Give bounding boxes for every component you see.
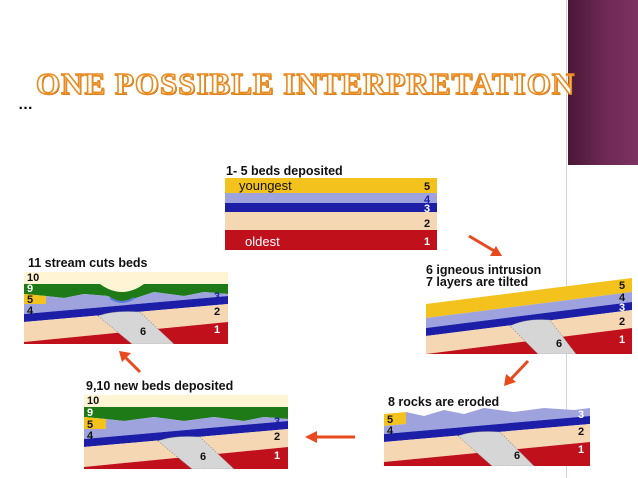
panel4-bed-5: [84, 417, 106, 429]
panel5-bed-10: [24, 272, 228, 292]
panel5-bed-4: [24, 292, 228, 314]
panel5-caption: 11 stream cuts beds: [28, 256, 148, 270]
panel5-num-5: 5: [27, 294, 34, 306]
panel5-num-10: 10: [27, 272, 40, 284]
panel4-num-1: 1: [274, 450, 281, 462]
panel3-bed-4: [384, 408, 590, 434]
slide-accent-bar: [568, 0, 638, 165]
arrow-panel1-to-panel2: [468, 234, 502, 256]
panel1-beds-diagram: youngest oldest 5 4 3 2 1: [225, 178, 437, 250]
panel4-intrusion-num: 6: [200, 451, 207, 463]
panel4-bed-4: [84, 417, 288, 439]
slide-divider-line: [566, 0, 567, 478]
arrow-panel4-to-panel5: [119, 351, 142, 374]
panel4-num-5: 5: [87, 419, 94, 431]
panel5-bed-3: [24, 296, 228, 322]
panel2-num-4: 4: [619, 292, 626, 304]
arrow-panel2-to-panel3: [504, 359, 530, 386]
panel4-num-9: 9: [87, 407, 94, 419]
panel3-bed-3: [384, 416, 590, 442]
panel4-num-2: 2: [274, 431, 281, 443]
title-ellipsis: …: [18, 96, 34, 113]
panel2-num-5: 5: [619, 280, 626, 292]
panel2-caption-line2: 7 layers are tilted: [426, 275, 529, 289]
panel5-num-1: 1: [214, 324, 221, 336]
panel5-num-2: 2: [214, 306, 221, 318]
panel4-num-4: 4: [87, 430, 94, 442]
panel2-bed-5: [426, 278, 632, 318]
oldest-label: oldest: [245, 234, 280, 249]
panel4-bed-3: [84, 421, 288, 447]
panel5-intrusion-num: 6: [140, 326, 147, 338]
panel2-tilted-diagram: 5 4 3 2 1 6: [426, 278, 632, 354]
panel1-bed-4: [225, 193, 437, 203]
panel3-intrusion-num: 6: [514, 450, 521, 462]
panel1-num-5: 5: [424, 181, 431, 193]
panel3-intrusion: [457, 431, 535, 466]
panel3-num-3: 3: [578, 409, 585, 421]
panel4-num-3: 3: [274, 416, 281, 428]
panel1-bed-2: [225, 212, 437, 230]
panel1-num-1: 1: [424, 236, 431, 248]
panel2-intrusion: [509, 319, 577, 354]
panel1-bed-5: [225, 178, 437, 193]
panel1-num-3: 3: [424, 203, 431, 215]
panel1-caption: 1- 5 beds deposited: [226, 164, 343, 178]
panel3-bed-5: [384, 412, 406, 426]
panel5-num-4: 4: [27, 305, 34, 317]
arrow-panel3-to-panel4: [305, 431, 355, 443]
panel4-caption: 9,10 new beds deposited: [86, 379, 234, 393]
panel2-num-2: 2: [619, 316, 626, 328]
panel2-caption-line1: 6 igneous intrusion: [426, 263, 542, 277]
panel2-bed-3: [426, 302, 632, 336]
panel4-bed-9: [84, 407, 288, 421]
panel5-bed-9: [24, 284, 228, 302]
panel3-num-1: 1: [578, 444, 585, 456]
panel5-num-9: 9: [27, 283, 34, 295]
panel3-num-2: 2: [578, 426, 585, 438]
panel4-bed-10: [84, 395, 288, 407]
panel1-bed-3: [225, 203, 437, 212]
panel1-bed-1: [225, 230, 437, 250]
youngest-label: youngest: [239, 178, 292, 193]
panel5-intrusion: [97, 311, 175, 344]
panel1-num-4: 4: [424, 194, 431, 206]
slide-title: ONE POSSIBLE INTERPRETATION: [35, 65, 576, 102]
panel5-stream-channel: [109, 297, 135, 303]
panel3-num-4: 4: [387, 425, 394, 437]
panel2-num-1: 1: [619, 334, 626, 346]
panel2-num-3: 3: [619, 302, 626, 314]
panel3-eroded-diagram: 5 4 3 2 1 6: [384, 406, 590, 466]
panel5-stream-diagram: 10 9 5 4 3 2 1 6: [24, 272, 228, 344]
panel1-num-2: 2: [424, 218, 431, 230]
panel3-caption: 8 rocks are eroded: [388, 395, 500, 409]
panel4-newbeds-diagram: 10 9 5 4 3 2 1 6: [84, 395, 288, 469]
panel4-num-10: 10: [87, 395, 100, 407]
panel2-bed-4: [426, 292, 632, 328]
panel4-intrusion: [157, 436, 235, 469]
panel5-num-3: 3: [214, 291, 221, 303]
panel5-bed-5: [24, 294, 46, 304]
panel2-intrusion-num: 6: [556, 338, 563, 350]
panel3-num-5: 5: [387, 414, 394, 426]
